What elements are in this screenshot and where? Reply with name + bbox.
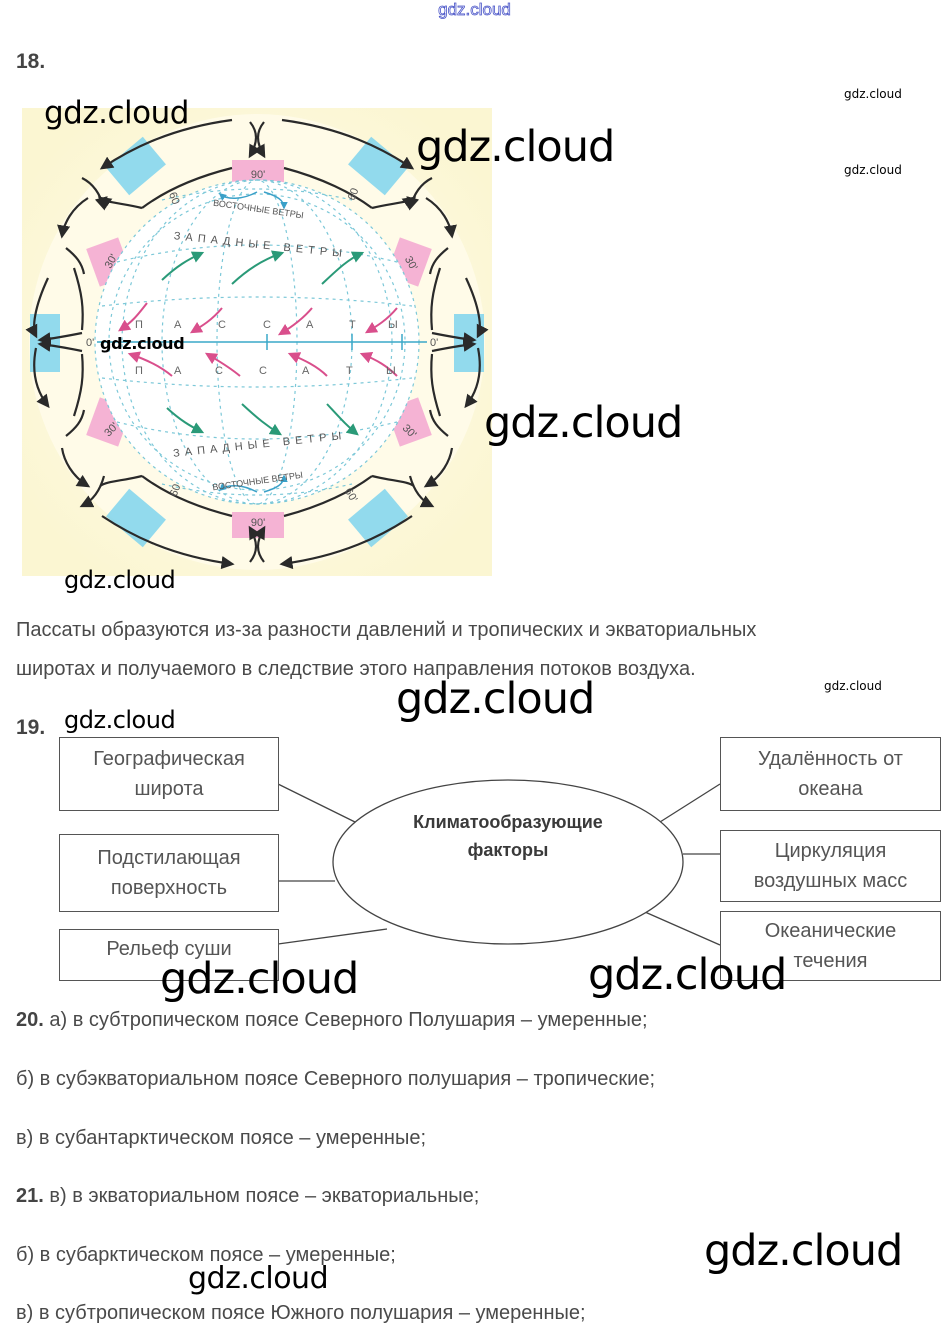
svg-text:С: С	[263, 319, 271, 331]
climate-factors-center: Климатообразующие факторы	[358, 808, 658, 864]
center-label-line: Климатообразующие	[413, 812, 603, 832]
atmospheric-circulation-figure: 90' 90' 30' 30' 30' 30' 60 60 60 60' 0' …	[22, 108, 492, 576]
watermark: gdz.cloud	[704, 1226, 903, 1276]
watermark: gdz.cloud	[160, 954, 359, 1004]
task-18-number: 18.	[16, 50, 46, 73]
task-18-answer: Пассаты образуются из-за разности давлен…	[16, 611, 756, 689]
factor-box-relief: Рельеф суши	[59, 929, 279, 981]
polar-easterly-arrows	[218, 191, 288, 493]
low-pressure-60-sw	[106, 488, 166, 548]
watermark: gdz.cloud	[416, 122, 615, 172]
task-21-line: 21. в) в экваториальном поясе – экватори…	[16, 1185, 480, 1207]
label-trade-winds-south: П А С С А Т Ы	[135, 365, 396, 377]
svg-text:С: С	[259, 365, 267, 377]
label-equator-right: 0'	[430, 337, 438, 349]
task-21-line: в) в субтропическом поясе Южного полушар…	[16, 1302, 586, 1324]
task-18-answer-line: широтах и получаемого в следствие этого …	[16, 658, 696, 680]
label-equator-left: 0'	[86, 337, 94, 349]
watermark: gdz.cloud	[64, 566, 176, 594]
watermark: gdz.cloud	[396, 674, 595, 724]
task-20-number: 20.	[16, 1009, 44, 1031]
label-60-sw: 60	[168, 483, 183, 499]
watermark: gdz.cloud	[100, 334, 185, 353]
low-pressure-60-nw	[106, 136, 166, 196]
svg-text:Т: Т	[346, 365, 353, 377]
circulation-cells	[25, 118, 489, 570]
label-90-south: 90'	[251, 517, 265, 529]
task-19-number: 19.	[16, 716, 46, 739]
circulation-diagram: 90' 90' 30' 30' 30' 30' 60 60 60 60' 0' …	[22, 108, 492, 576]
watermark: gdz.cloud	[44, 95, 189, 131]
watermark: gdz.cloud	[588, 950, 787, 1000]
watermark: gdz.cloud	[188, 1261, 329, 1296]
task-21-line: б) в субарктическом поясе – умеренные;	[16, 1244, 396, 1266]
svg-text:П: П	[135, 319, 143, 331]
westerly-arrows	[161, 250, 365, 436]
svg-text:А: А	[306, 319, 314, 331]
label-90-north: 90'	[251, 169, 265, 181]
watermark: gdz.cloud	[484, 398, 683, 448]
label-trade-winds-north: П А С С А Т Ы	[135, 319, 398, 331]
low-pressure-60-ne	[348, 136, 408, 196]
svg-text:А: А	[174, 365, 182, 377]
task-20-line: в) в субантарктическом поясе – умеренные…	[16, 1127, 427, 1149]
low-pressure-60-se	[348, 488, 408, 548]
task-18-answer-line: Пассаты образуются из-за разности давлен…	[16, 619, 757, 641]
label-60-nw: 60	[166, 191, 181, 207]
watermark: gdz.cloud	[64, 706, 176, 734]
task-20-line: б) в субэкваториальном поясе Северного п…	[16, 1068, 656, 1090]
svg-text:С: С	[215, 365, 223, 377]
svg-text:Ы: Ы	[386, 365, 396, 377]
svg-text:С: С	[218, 319, 226, 331]
task-21-number: 21.	[16, 1185, 44, 1207]
watermark-top: gdz.cloud	[438, 0, 512, 19]
task-20-line: 20. а) в субтропическом поясе Северного …	[16, 1009, 648, 1031]
center-ellipse	[332, 779, 684, 945]
label-60-ne: 60	[346, 187, 361, 203]
watermark: gdz.cloud	[844, 87, 902, 101]
watermark: gdz.cloud	[824, 679, 882, 693]
center-label-line: факторы	[467, 840, 549, 860]
svg-text:А: А	[174, 319, 182, 331]
svg-text:А: А	[302, 365, 310, 377]
svg-text:П: П	[135, 365, 143, 377]
svg-text:Ы: Ы	[388, 319, 398, 331]
watermark: gdz.cloud	[844, 163, 902, 177]
svg-text:Т: Т	[349, 319, 356, 331]
trade-wind-arrows	[118, 302, 398, 377]
